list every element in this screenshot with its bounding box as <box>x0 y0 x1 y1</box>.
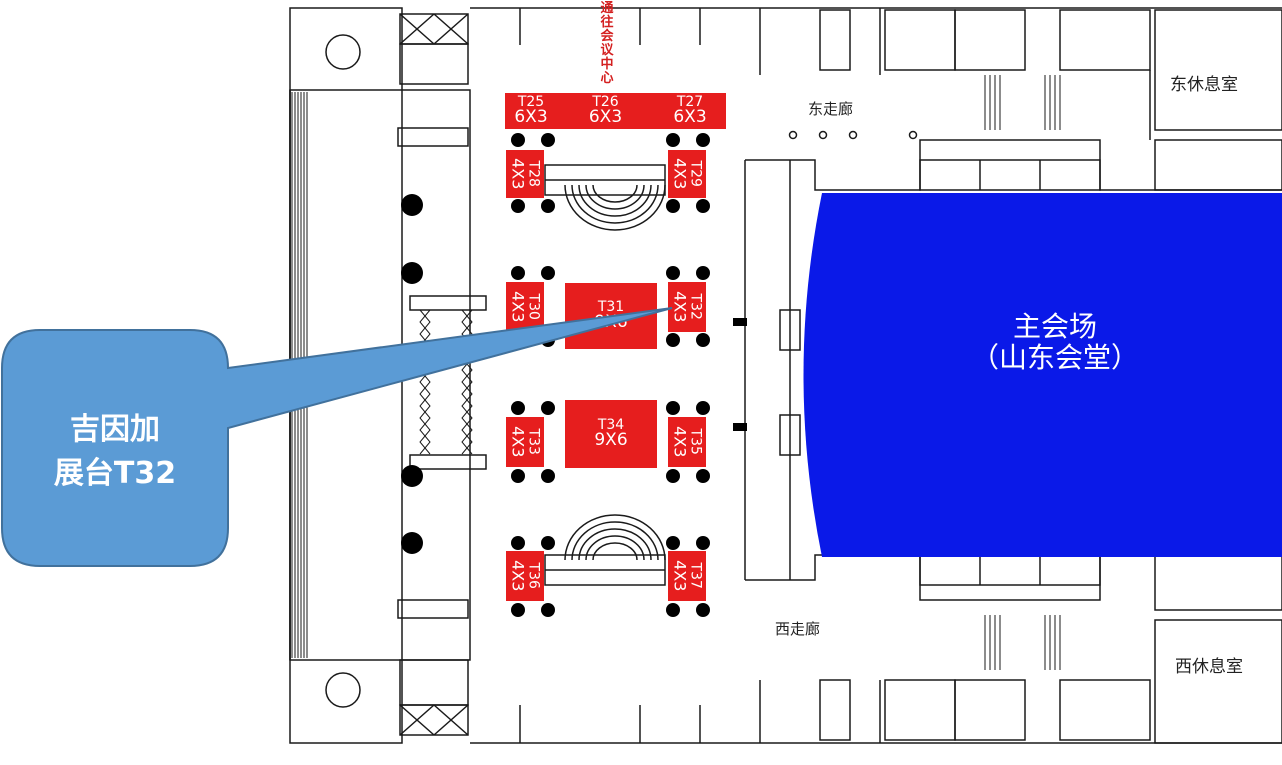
east-corridor-label: 东走廊 <box>808 100 854 118</box>
main-hall-area <box>803 193 1282 557</box>
booth-id: T26 <box>592 93 619 110</box>
west-lounge-label: 西休息室 <box>1175 657 1243 677</box>
callout-shape <box>1 307 673 567</box>
booth-id: T25 <box>517 93 545 110</box>
booth-id: T31 <box>597 298 625 315</box>
callout-booth: 展台T32 <box>53 456 177 491</box>
top-direction-label: 通往会议中心 <box>600 1 614 86</box>
west-corridor-label: 西走廊 <box>775 620 821 638</box>
east-lounge-label: 东休息室 <box>1170 75 1238 95</box>
booth-id: T34 <box>597 416 625 433</box>
main-hall-name: 主会场 <box>1012 310 1097 343</box>
booth-t25[interactable]: T25 6X3 <box>505 93 557 129</box>
main-hall-subname: （山东会堂） <box>970 340 1139 374</box>
main-hall-label: 主会场 （山东会堂） <box>955 310 1155 374</box>
booth-t27[interactable]: T27 6X3 <box>654 93 726 129</box>
booth-size: 9X6 <box>594 430 628 451</box>
booth-t26[interactable]: T26 6X3 <box>557 93 654 129</box>
booth-id: T27 <box>676 93 704 110</box>
callout-company: 吉因加 <box>70 412 160 447</box>
booth-size: 6X3 <box>588 107 623 128</box>
booth-t34[interactable]: T34 9X6 <box>565 400 657 468</box>
booth-size: 6X3 <box>514 107 548 128</box>
booth-size: 6X3 <box>673 107 707 128</box>
callout-label: 吉因加 展台T32 <box>12 408 218 496</box>
